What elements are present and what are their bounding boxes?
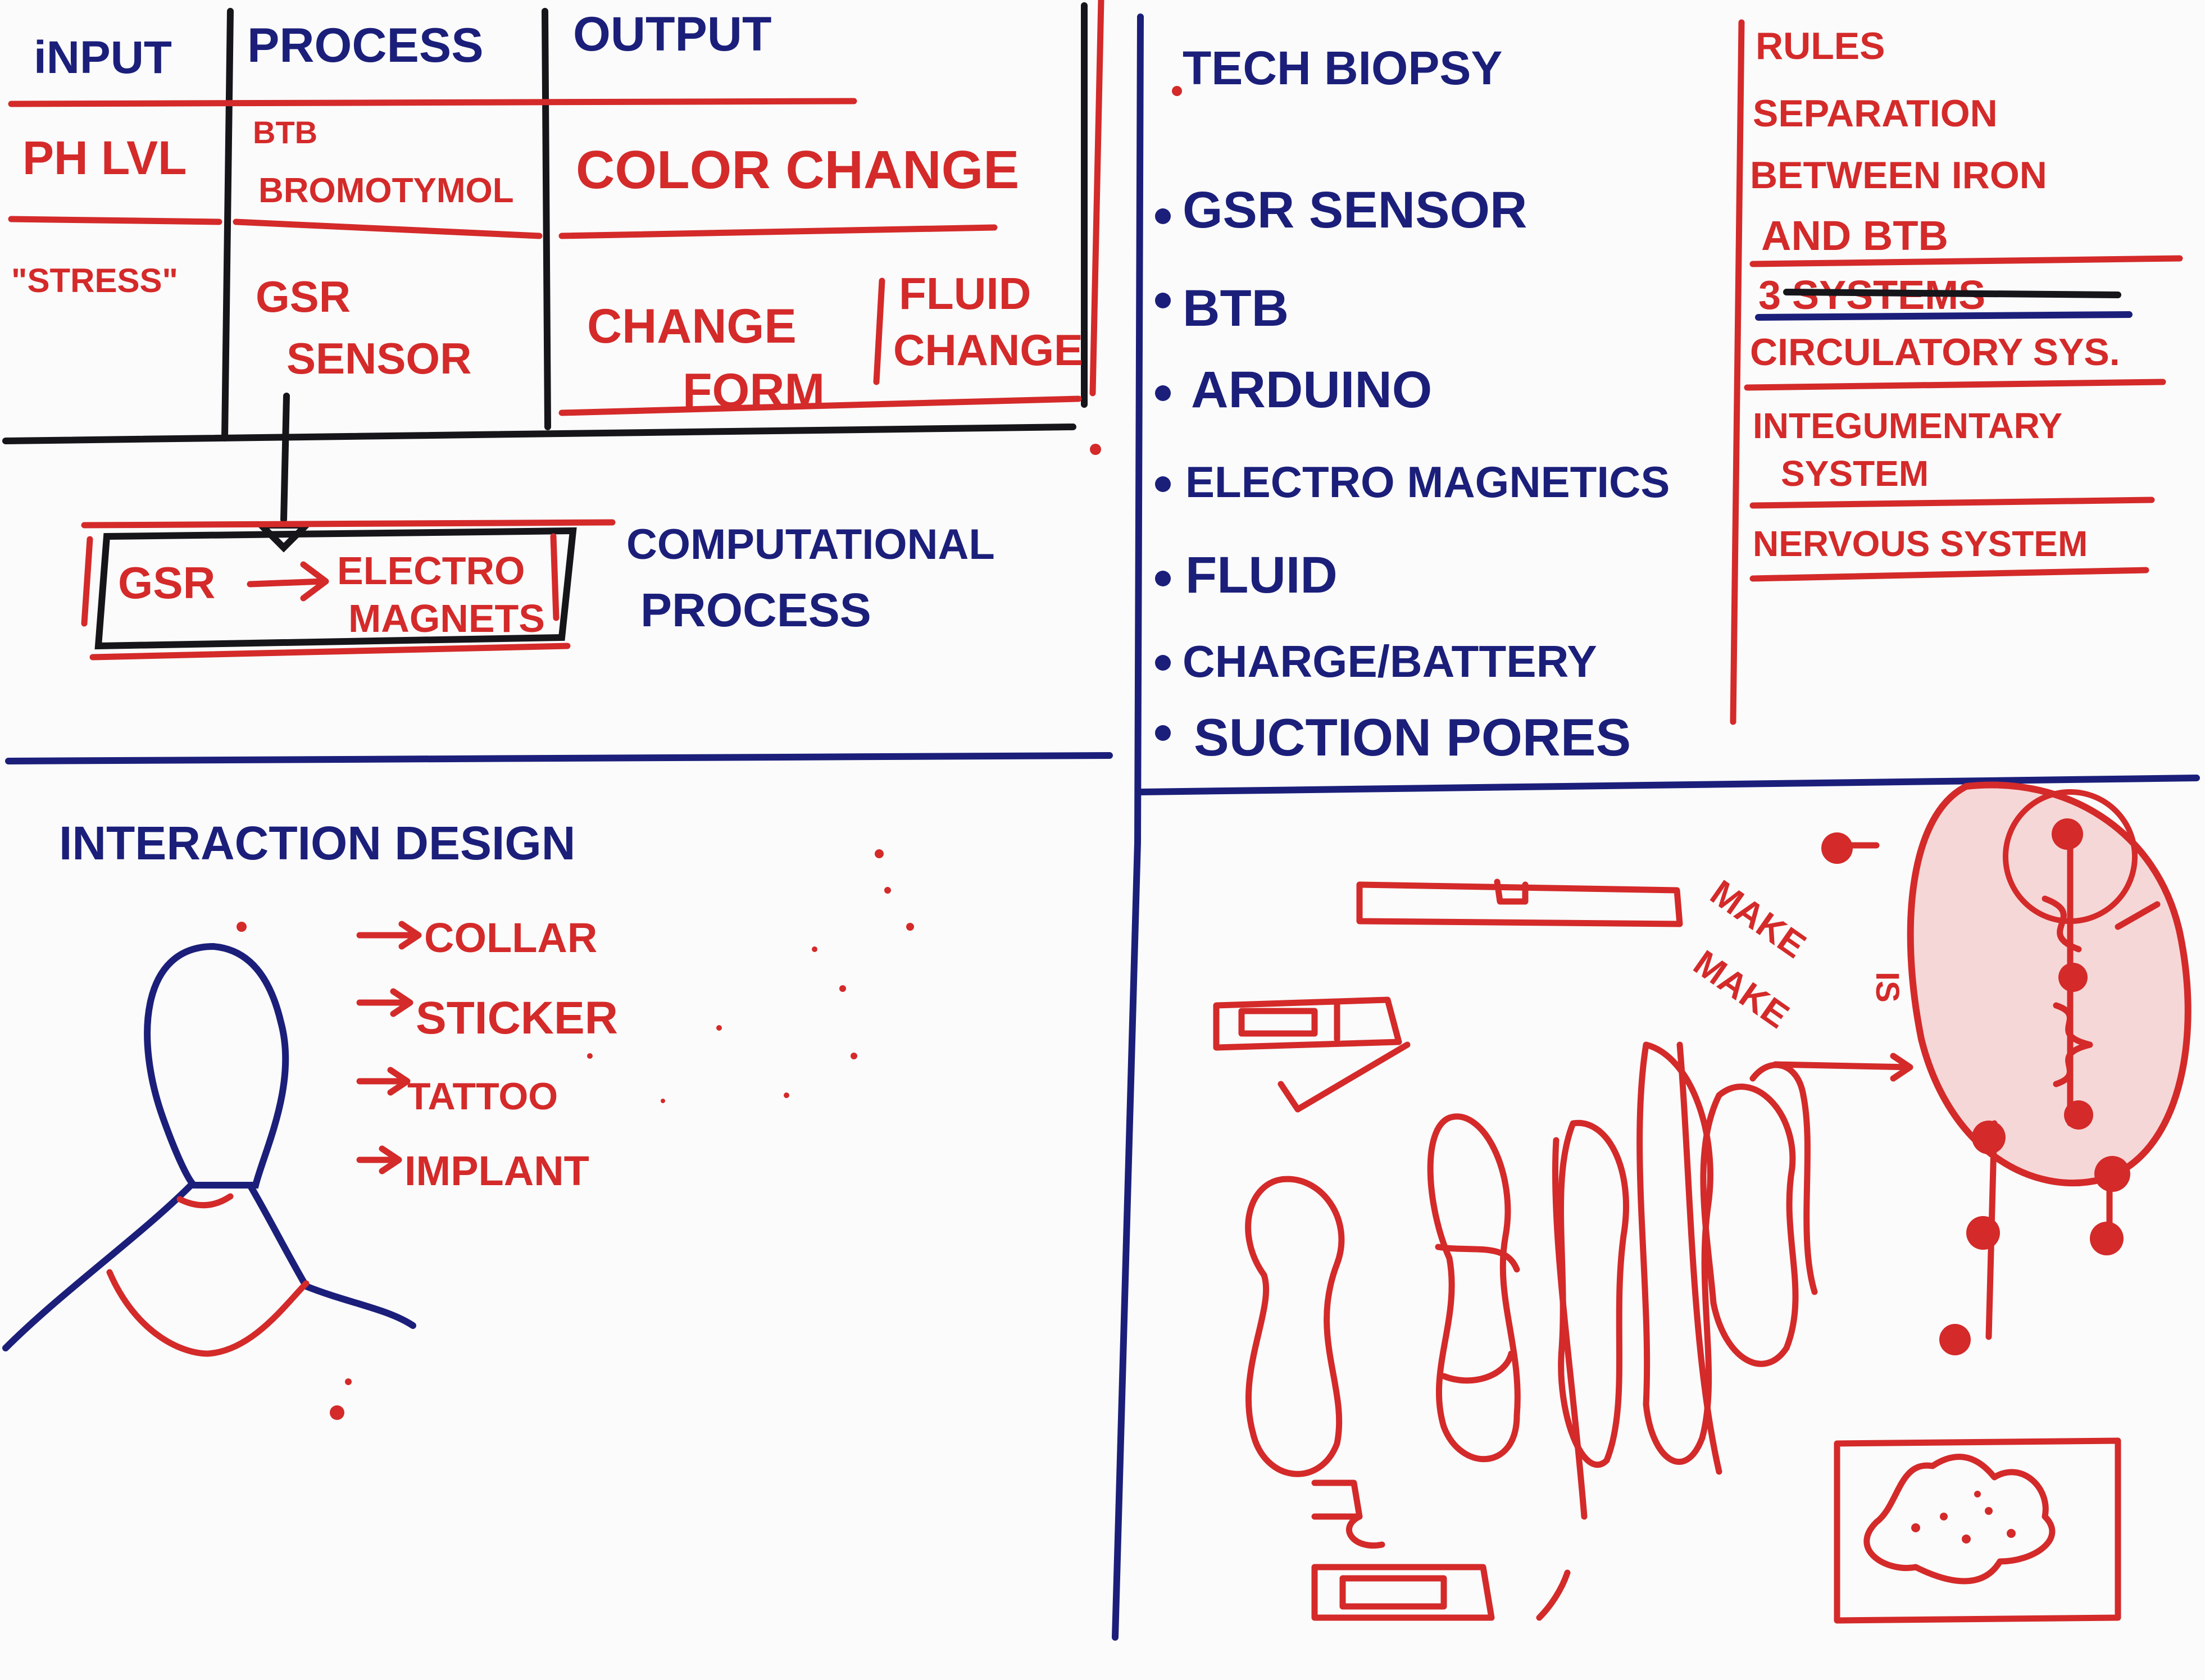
framed-blob-sketch [1834,1437,2121,1624]
process-box-target-line1: ELECTRO [337,549,525,593]
table-cell-output-2-line1: CHANGE [587,299,797,353]
tech-bullet [1155,208,1171,224]
blob-1 [1245,1176,1345,1477]
interaction-design: INTERACTION DESIGN COLLAR STICKER TATTOO… [2,444,1101,1420]
tech-item-btb: BTB [1183,280,1289,337]
option-arrow-2 [356,988,413,1017]
table-cell-output-2-line2: FORM [683,364,825,418]
sketch-note-is: IS [1869,972,1906,1003]
rules-line-3: AND BTB [1761,212,1948,259]
table-cell-process-1-line1: BTB [253,115,317,150]
table-header-input: iNPUT [34,32,172,83]
tech-item-electromagnetics: ELECTRO MAGNETICS [1185,457,1670,507]
option-arrow-1 [356,921,422,950]
tech-item-charge-battery: CHARGE/BATTERY [1183,636,1597,686]
interaction-option-collar: COLLAR [424,914,597,961]
prototype-sketch: MAKE MAKE IS [1213,781,2192,1624]
computational-label-line1: COMPUTATIONAL [626,521,995,568]
tech-item-suction-pores: SUCTION PORES [1194,708,1631,767]
rules-line-5: CIRCULATORY SYS. [1750,331,2120,374]
ink-spatter [237,444,1101,1420]
tech-bullet [1155,655,1171,671]
blob-3 [1557,1119,1629,1468]
option-arrow-3 [356,1067,411,1096]
process-box-source: GSR [118,558,215,608]
tech-bullet [1155,476,1171,492]
figure-sketch [2,943,416,1357]
interaction-option-tattoo: TATTOO [407,1075,558,1118]
table-cell-process-1-line2: BROMOTYMOL [258,171,514,210]
computational-label-line2: PROCESS [640,584,871,636]
table-cell-process-2-line1: GSR [256,272,351,321]
interaction-option-implant: IMPLANT [404,1148,589,1194]
blob-2 [1427,1113,1521,1463]
option-arrow-4 [356,1145,402,1174]
rules-line-2: BETWEEN IRON [1750,154,2047,197]
table-cell-input-1: PH LVL [22,131,187,184]
rules-line-8: NERVOUS SYSTEM [1753,523,2088,564]
interaction-title: INTERACTION DESIGN [59,817,575,869]
tech-biopsy: TECH BIOPSY GSR SENSOR BTB ARDUINO ELECT… [1155,42,1670,767]
computational-process: GSR ELECTRO MAGNETS COMPUTATIONAL PROCES… [81,393,995,661]
rules-line-1: SEPARATION [1753,92,1998,135]
rules: RULES SEPARATION BETWEEN IRON AND BTB 3 … [1730,19,2183,725]
table-cell-input-2: "STRESS" [11,262,178,299]
tech-item-arduino: ARDUINO [1191,361,1432,418]
process-box-target-line2: MAGNETS [348,597,545,640]
tech-item-fluid: FLUID [1185,547,1338,604]
small-box-sketch [1213,996,1402,1051]
tech-title: TECH BIOPSY [1183,42,1502,94]
bar-sketch [1356,878,1683,927]
process-arrow [247,561,329,602]
tech-bullet [1155,571,1171,586]
tech-bullet [1155,293,1171,308]
table-cell-output-1: COLOR CHANGE [576,140,1019,200]
rules-line-6: INTEGUMENTARY [1753,406,2062,446]
table-cell-output-2-line4: CHANGE [893,325,1083,375]
io-table: iNPUT PROCESS OUTPUT PH LVL BTB BROMOTYM… [2,0,1104,444]
body-systems-diagram [1907,781,2192,1355]
tech-item-gsr-sensor: GSR SENSOR [1183,181,1527,239]
quadrant-dividers [5,13,2200,1641]
interaction-option-sticker: STICKER [416,992,618,1044]
rules-title: RULES [1756,25,1885,67]
tech-bullet [1155,725,1171,741]
connector-line [1772,1053,1913,1082]
rules-line-7: SYSTEM [1781,453,1929,494]
tech-bullet [1155,385,1171,401]
table-header-output: OUTPUT [573,7,772,61]
table-cell-process-2-line2: SENSOR [287,334,471,383]
table-header-process: PROCESS [247,19,484,72]
bottom-device-sketch [1311,1479,1495,1621]
table-cell-output-2-line3: FLUID [899,268,1031,318]
